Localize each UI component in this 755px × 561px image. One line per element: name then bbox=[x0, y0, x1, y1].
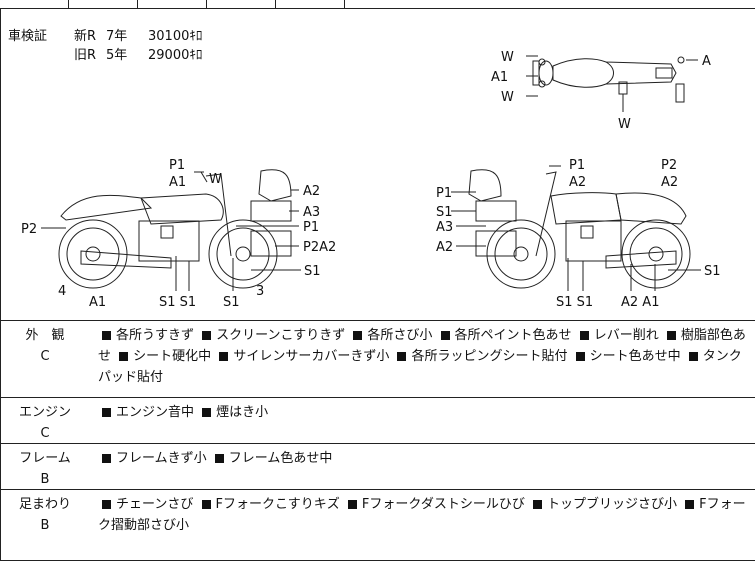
issue-item: Fフォーク摺動部さび小 bbox=[98, 497, 746, 533]
label-left-a1-bottom: A1 bbox=[89, 295, 106, 310]
label-left-p1: P1 bbox=[169, 158, 185, 173]
issue-item: シート色あせ中 bbox=[572, 349, 681, 364]
section-items: チェーンさび Fフォークこすりキズ Fフォークダストシールひび トップブリッジさ… bbox=[98, 494, 746, 536]
label-right-s1-right: S1 bbox=[704, 264, 721, 279]
motorcycle-left-view: P1 A1 W A2 A3 P2 P1 P2A2 S1 4 A1 S1 S1 S… bbox=[21, 158, 336, 310]
label-left-s1-right: S1 bbox=[304, 264, 321, 279]
label-top-w2: W bbox=[501, 90, 514, 105]
label-left-p2a2: P2A2 bbox=[303, 240, 336, 255]
section-name: フレーム bbox=[19, 451, 71, 466]
issue-item: スクリーンこすりきず bbox=[198, 328, 345, 343]
label-left-a1-top: A1 bbox=[169, 175, 186, 190]
label-left-a2: A2 bbox=[303, 184, 320, 199]
label-right-p1-top: P1 bbox=[569, 158, 585, 173]
label-right-p1: P1 bbox=[436, 186, 452, 201]
issue-item: タンクパッド貼付 bbox=[98, 349, 742, 385]
label-right-a2-top: A2 bbox=[569, 175, 586, 190]
label-left-s1s1: S1 S1 bbox=[159, 295, 196, 310]
issue-item: 各所ペイント色あせ bbox=[437, 328, 572, 343]
issue-item: 各所ラッピングシート貼付 bbox=[393, 349, 567, 364]
section-name: エンジン bbox=[18, 405, 71, 420]
label-top-w3: W bbox=[618, 117, 631, 132]
section-items: フレームきず小 フレーム色あせ中 bbox=[98, 448, 746, 469]
issue-item: シート硬化中 bbox=[115, 349, 211, 364]
label-top-a1: A1 bbox=[491, 70, 508, 85]
issue-item: Fフォークこすりキズ bbox=[198, 497, 340, 512]
top-table-strip bbox=[0, 0, 755, 9]
motorcycle-top-view: W A1 W A W bbox=[491, 50, 711, 132]
section-exterior: 外 観 C 各所うすきず スクリーンこすりきず 各所さび小 各所ペイント色あせ レ… bbox=[0, 320, 755, 398]
label-right-a2a1: A2 A1 bbox=[621, 295, 659, 310]
label-top-w1: W bbox=[501, 50, 514, 65]
label-right-s1s1: S1 S1 bbox=[556, 295, 593, 310]
section-name: 外 観 bbox=[25, 328, 65, 343]
issue-item: トップブリッジさび小 bbox=[529, 497, 677, 512]
section-frame: フレーム B フレームきず小 フレーム色あせ中 bbox=[0, 443, 755, 490]
section-items: 各所うすきず スクリーンこすりきず 各所さび小 各所ペイント色あせ レバー削れ … bbox=[98, 325, 746, 388]
section-grade: B bbox=[40, 472, 50, 487]
motorcycle-right-view: P1 A2 P2 A2 P1 S1 A3 A2 S1 S1 S1 A2 A1 bbox=[436, 158, 721, 310]
label-left-a3: A3 bbox=[303, 205, 320, 220]
section-suspension: 足まわり B チェーンさび Fフォークこすりキズ Fフォークダストシールひび トッ… bbox=[0, 489, 755, 561]
issue-item: フレーム色あせ中 bbox=[211, 451, 332, 466]
issue-item: Fフォークダストシールひび bbox=[344, 497, 525, 512]
issue-item: 樹脂部色あせ bbox=[98, 328, 746, 364]
issue-item: 各所さび小 bbox=[349, 328, 432, 343]
section-items: エンジン音中 煙はき小 bbox=[98, 402, 746, 423]
issue-item: レバー削れ bbox=[576, 328, 659, 343]
issue-item: チェーンさび bbox=[98, 497, 193, 512]
issue-item: 各所うすきず bbox=[98, 328, 194, 343]
label-left-p2: P2 bbox=[21, 222, 37, 237]
issue-item: エンジン音中 bbox=[98, 405, 194, 420]
section-grade: B bbox=[40, 518, 50, 533]
section-grade: C bbox=[40, 426, 50, 441]
issue-item: フレームきず小 bbox=[98, 451, 207, 466]
issue-item: サイレンサーカバーきず小 bbox=[215, 349, 389, 364]
section-grade: C bbox=[40, 349, 50, 364]
label-right-a2: A2 bbox=[436, 240, 453, 255]
registration-label: 車検証 bbox=[8, 29, 48, 44]
label-left-s1-bottom: S1 bbox=[223, 295, 240, 310]
label-right-p2: P2 bbox=[661, 158, 677, 173]
issue-item: 煙はき小 bbox=[198, 405, 268, 420]
section-engine: エンジン C エンジン音中 煙はき小 bbox=[0, 397, 755, 444]
label-left-4: 4 bbox=[58, 284, 66, 299]
label-left-w: W bbox=[209, 172, 222, 187]
label-left-p1-right: P1 bbox=[303, 220, 319, 235]
label-right-a3: A3 bbox=[436, 220, 453, 235]
section-name: 足まわり bbox=[18, 497, 71, 512]
label-right-s1: S1 bbox=[436, 205, 453, 220]
label-right-a2-far: A2 bbox=[661, 175, 678, 190]
label-top-a: A bbox=[702, 54, 711, 69]
label-left-3: 3 bbox=[256, 284, 264, 299]
